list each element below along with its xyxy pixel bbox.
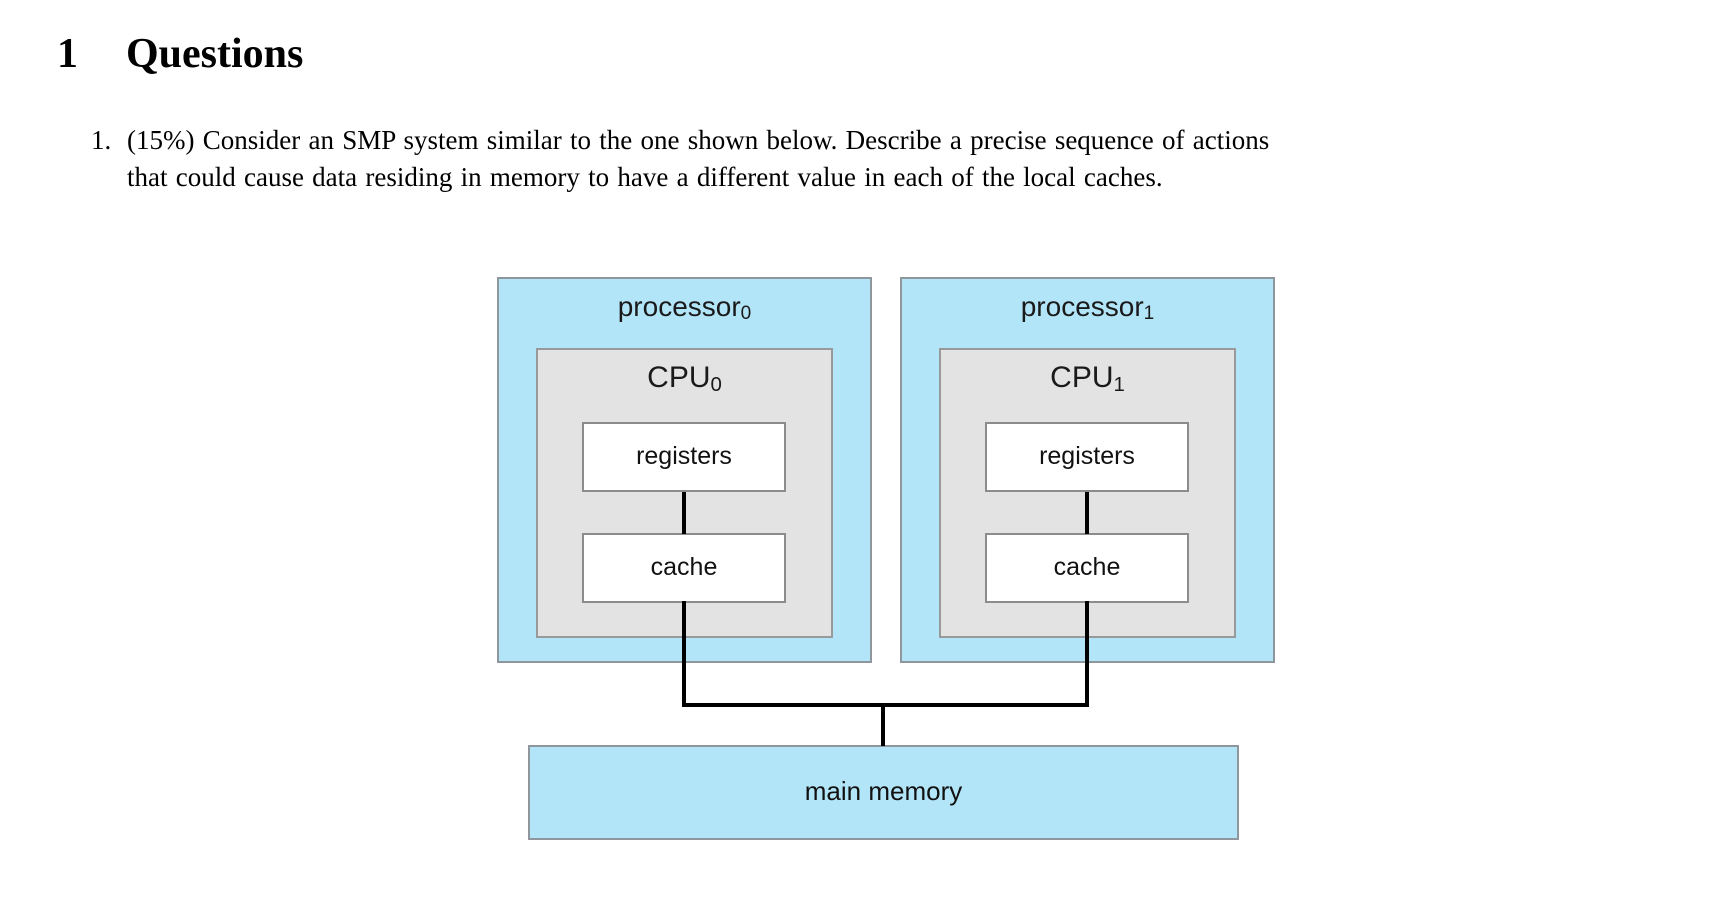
processor0-label-subscript: 0 [740, 303, 752, 325]
main-memory-box: main memory [528, 745, 1239, 840]
registers0-cache0-connector-line [682, 492, 686, 534]
registers1-box: registers [985, 422, 1189, 492]
processor1-label-subscript: 1 [1143, 303, 1155, 325]
processor0-label-text: processor [617, 291, 741, 322]
bus-memory-line [881, 706, 885, 746]
cpu0-label-text: CPU [647, 361, 711, 394]
question-text-line-1: (15%) Consider an SMP system similar to … [127, 125, 1270, 155]
section-number: 1 [57, 31, 78, 77]
processor0-box: processor0 CPU0 registers cache [497, 277, 872, 663]
cpu0-label-subscript: 0 [710, 373, 722, 396]
cpu1-label-text: CPU [1050, 361, 1114, 394]
processor1-label-text: processor [1020, 291, 1144, 322]
cpu1-label-subscript: 1 [1113, 373, 1125, 396]
question-text: (15%) Consider an SMP system similar to … [127, 122, 1527, 196]
cpu0-box: CPU0 registers cache [536, 348, 833, 638]
system-bus-line [682, 703, 1089, 707]
section-heading: 1 Questions [57, 30, 303, 78]
processor1-label: processor1 [902, 279, 1273, 325]
section-title: Questions [126, 31, 304, 77]
cache1-box: cache [985, 533, 1189, 603]
cpu1-label: CPU1 [941, 350, 1234, 396]
cache1-bus-line [1085, 601, 1089, 707]
question-text-line-2: that could cause data residing in memory… [127, 162, 1163, 192]
registers0-box: registers [582, 422, 786, 492]
cpu0-label: CPU0 [538, 350, 831, 396]
cache0-bus-line [682, 601, 686, 707]
registers1-cache1-connector-line [1085, 492, 1089, 534]
cache0-box: cache [582, 533, 786, 603]
processor0-label: processor0 [499, 279, 870, 325]
cpu1-box: CPU1 registers cache [939, 348, 1236, 638]
processor1-box: processor1 CPU1 registers cache [900, 277, 1275, 663]
question-number: 1. [91, 125, 112, 155]
